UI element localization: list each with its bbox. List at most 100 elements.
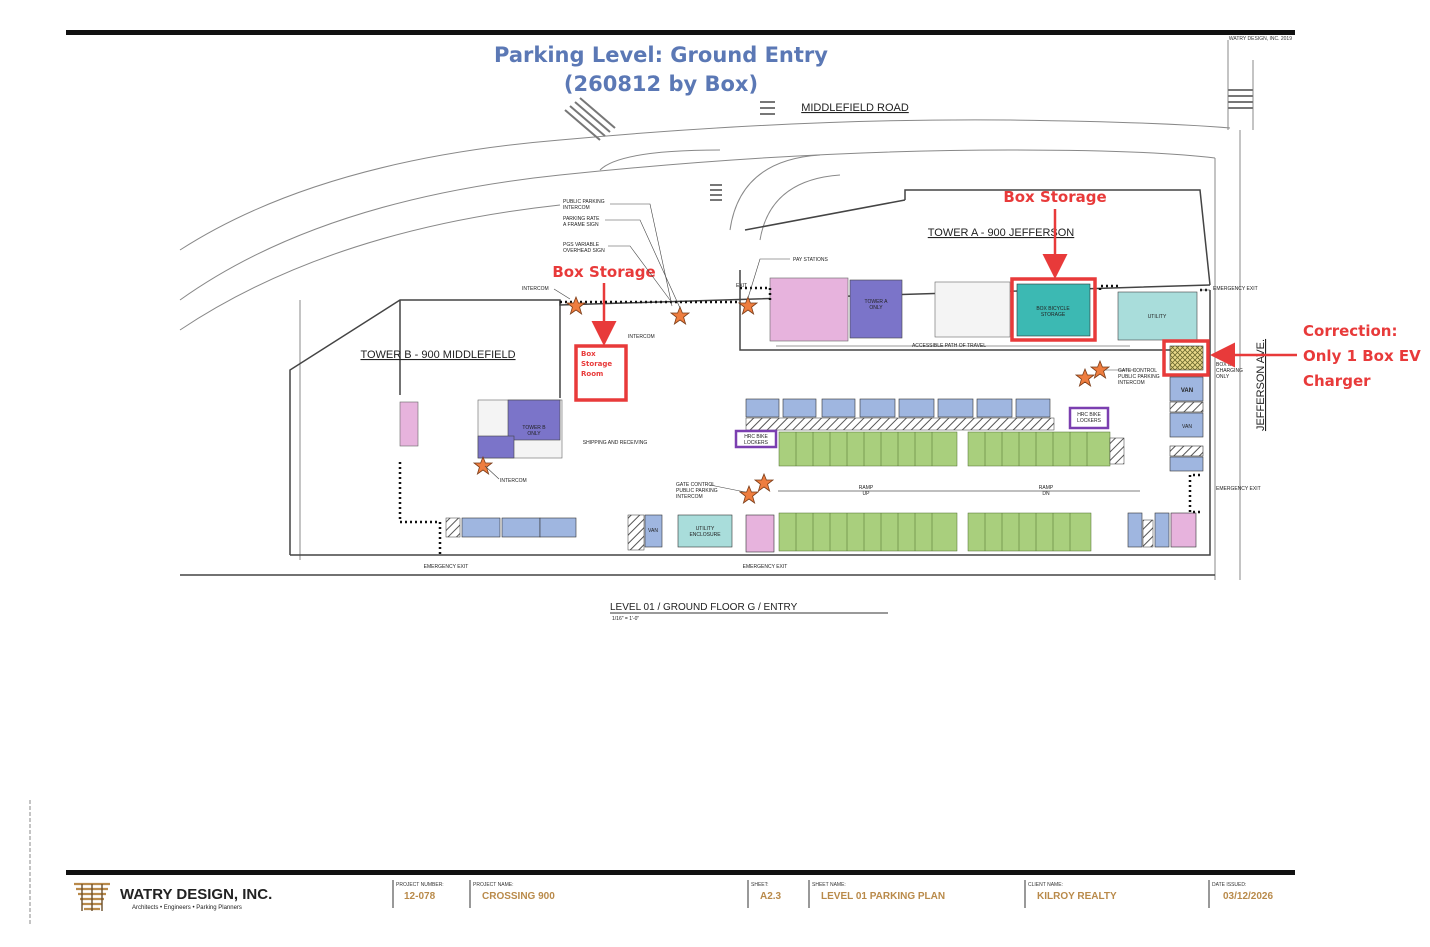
street-middlefield-road: MIDDLEFIELD ROAD: [801, 102, 909, 114]
callout-pgs-sign-2: OVERHEAD SIGN: [563, 248, 605, 254]
box-bicycle-storage-room: [1016, 283, 1091, 337]
access-aisle-1: [1169, 401, 1204, 413]
callout-gate-control-right-2: PUBLIC PARKING: [1118, 374, 1160, 380]
project-name: CROSSING 900: [482, 891, 555, 902]
intercom-star-7: [754, 473, 774, 492]
callout-intercom-1: INTERCOM: [522, 286, 549, 292]
ramp-up-label-2: UP: [863, 491, 871, 497]
callout-accessible-path: ACCESSIBLE PATH OF TRAVEL: [912, 343, 986, 349]
drawing-scale: 1/16" = 1'-0": [612, 616, 639, 622]
copyright-note: WATRY DESIGN, INC. 2019: [1229, 36, 1292, 42]
annotation-correction-line2: Only 1 Box EV: [1303, 347, 1421, 365]
annotation-correction-line3: Charger: [1303, 372, 1371, 390]
tower-a-stair-core: [934, 281, 1011, 338]
callout-exit: EXIT: [736, 283, 747, 289]
utility-label: UTILITY: [1148, 314, 1167, 320]
date-issued: 03/12/2026: [1223, 891, 1273, 902]
hrc-bike-lockers-a-label-2: LOCKERS: [1077, 418, 1102, 424]
intercom-star-5: [1075, 368, 1095, 387]
stair-right-bottom: [1170, 512, 1197, 548]
box-bicycle-storage-highlight: [1010, 277, 1097, 342]
hatched-aisle-top: [745, 417, 1055, 431]
street-jefferson-ave: JEFFERSON AVE.: [1255, 339, 1267, 431]
tower-a-only-label-2: ONLY: [869, 305, 883, 311]
intercom-star-1: [566, 296, 586, 315]
callout-intercom-3: INTERCOM: [500, 478, 527, 484]
blue-stall-row-bottom-left: [461, 517, 577, 538]
annotation-box-storage-top: Box Storage: [1003, 188, 1106, 206]
tower-b-only-label-2: ONLY: [527, 431, 541, 437]
van-stall-bottom: [644, 514, 663, 548]
tower-a-only-label-1: TOWER A: [865, 299, 889, 305]
hatched-end-stall: [1109, 437, 1125, 465]
road-linework: [179, 40, 1254, 580]
tower-b-stair: [399, 401, 419, 447]
firm-name: WATRY DESIGN, INC.: [120, 886, 272, 903]
box-storage-room-label-2: Storage: [581, 360, 612, 368]
drawing-title: LEVEL 01 / GROUND FLOOR G / ENTRY: [610, 602, 798, 613]
client-label: CLIENT NAME:: [1028, 882, 1063, 888]
egress-paths: [398, 284, 1210, 556]
callout-emergency-exit-4: EMERGENCY EXIT: [743, 564, 788, 570]
stall-right-bottom-2: [1154, 512, 1170, 548]
sheet-name-label: SHEET NAME:: [812, 882, 846, 888]
box-bicycle-storage-label-1: BOX BICYCLE: [1036, 306, 1070, 312]
callout-public-parking-intercom-1: PUBLIC PARKING: [563, 199, 605, 205]
utility-enclosure-label-1: UTILITY: [696, 526, 715, 532]
hatched-right-bottom: [1142, 519, 1154, 548]
title-block-dividers: [392, 880, 1210, 908]
box-ev-label-3: ONLY: [1216, 374, 1230, 380]
box-ev-label-2: CHARGING: [1216, 368, 1243, 374]
box-ev-charger-highlight: [1162, 339, 1210, 377]
sheet-number: A2.3: [760, 891, 782, 902]
project-name-label: PROJECT NAME:: [473, 882, 513, 888]
green-parking-row-bottom: [778, 512, 1092, 552]
stall-right-bottom-1: [1127, 512, 1143, 548]
sheet-top-border: [66, 30, 1295, 35]
callout-parking-rate-2: A FRAME SIGN: [563, 222, 599, 228]
van-stall-2: [1169, 412, 1204, 438]
hrc-bike-lockers-b-label-1: HRC BIKE: [744, 434, 768, 440]
callout-gate-control-center-3: INTERCOM: [676, 494, 703, 500]
tower-b-label: TOWER B - 900 MIDDLEFIELD: [360, 349, 515, 361]
tower-b-only-elevators: [507, 399, 561, 441]
tower-b-elevator-lobby: [477, 435, 515, 459]
callout-pgs-sign-1: PGS VARIABLE: [563, 242, 600, 248]
van-stall-1: [1169, 376, 1204, 402]
hrc-bike-lockers-b: [734, 429, 778, 449]
shipping-receiving-label: SHIPPING AND RECEIVING: [583, 440, 648, 446]
crosswalks: [564, 89, 1253, 201]
utility-room: [1117, 291, 1198, 341]
client-name: KILROY REALTY: [1037, 891, 1117, 902]
annotation-correction-line1: Correction:: [1303, 322, 1397, 340]
sheet-label: SHEET:: [751, 882, 769, 888]
box-storage-room-label-1: Box: [581, 350, 596, 358]
project-number: 12-078: [404, 891, 436, 902]
utility-enclosure-label-2: ENCLOSURE: [689, 532, 721, 538]
box-storage-room-highlight: [574, 344, 628, 402]
stall-dividers: [795, 432, 1088, 551]
callout-emergency-exit-3: EMERGENCY EXIT: [424, 564, 469, 570]
callout-gate-control-center-1: GATE CONTROL: [676, 482, 715, 488]
callout-leaders: [484, 203, 1210, 493]
callout-intercom-2: INTERCOM: [628, 334, 655, 340]
annotation-box-storage-left: Box Storage: [552, 263, 655, 281]
page-title-line2: (260812 by Box): [564, 72, 758, 96]
box-bicycle-storage-label-2: STORAGE: [1041, 312, 1066, 318]
ramp-dn-label-2: DN: [1042, 491, 1050, 497]
ramp-up-label-1: RAMP: [859, 485, 874, 491]
box-storage-room-label-3: Room: [581, 370, 603, 378]
project-number-label: PROJECT NUMBER:: [396, 882, 444, 888]
box-ev-charging-stall: [1169, 345, 1204, 371]
hatched-bottom-center: [627, 514, 645, 551]
stall-3: [1169, 456, 1204, 472]
date-label: DATE ISSUED:: [1212, 882, 1246, 888]
green-parking-row-top: [778, 431, 1111, 467]
intercom-star-2: [670, 306, 690, 325]
access-aisle-2: [1169, 445, 1204, 457]
intercom-star-8: [739, 485, 759, 504]
title-block-border: [66, 870, 1295, 875]
hrc-bike-lockers-a-label-1: HRC BIKE: [1077, 412, 1101, 418]
callout-gate-control-right-1: GATE CONTROL: [1118, 368, 1157, 374]
